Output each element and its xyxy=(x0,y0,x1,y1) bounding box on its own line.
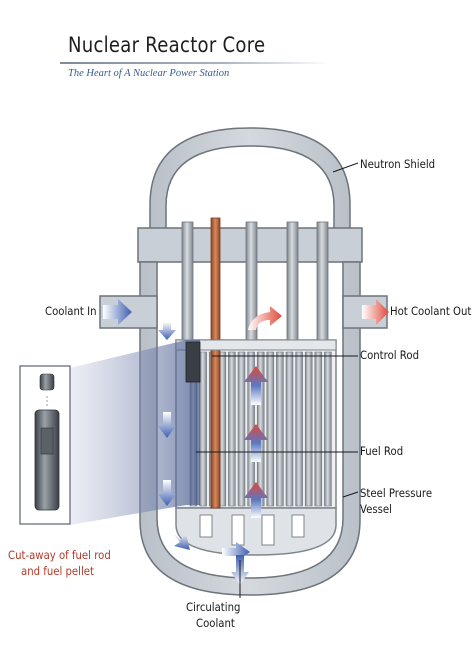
label-coolant: Coolant xyxy=(196,616,235,630)
page-subtitle: The Heart of A Nuclear Power Station xyxy=(68,68,230,79)
cutaway-beam xyxy=(70,340,200,525)
neutron-shield-dome xyxy=(149,127,351,231)
leader-lines xyxy=(196,162,359,598)
label-steel-pressure: Steel Pressure xyxy=(360,486,433,500)
title-rule xyxy=(60,62,330,64)
flow-exit-arrow-icon xyxy=(248,306,282,330)
fuel-rod xyxy=(304,351,313,507)
coolant-in-arrow-icon xyxy=(103,299,132,325)
control-rod xyxy=(210,217,221,509)
hot-coolant-out-arrow-icon xyxy=(362,299,389,325)
fuel-rod xyxy=(228,351,236,507)
page-title: Nuclear Reactor Core xyxy=(68,33,266,57)
fuel-rod xyxy=(295,351,303,507)
cutaway-panel xyxy=(19,365,71,525)
label-coolant-in: Coolant In xyxy=(44,304,96,318)
fuel-rod xyxy=(266,351,275,507)
label-neutron-shield: Neutron Shield xyxy=(360,157,436,171)
label-hot-coolant-out: Hot Coolant Out xyxy=(390,304,472,318)
flow-up-arrow-icon xyxy=(231,366,268,585)
fuel-rod-highlight xyxy=(185,341,201,383)
fuel-rod xyxy=(199,351,207,507)
label-cutaway-line2: and fuel pellet xyxy=(21,564,94,578)
label-circulating: Circulating xyxy=(186,600,241,614)
fuel-rod xyxy=(314,351,323,507)
label-vessel: Vessel xyxy=(360,502,392,516)
fuel-rod xyxy=(285,351,294,507)
fuel-rod xyxy=(324,351,332,507)
label-cutaway-line1: Cut-away of fuel rod xyxy=(8,548,111,562)
label-fuel-rod: Fuel Rod xyxy=(360,444,404,458)
fuel-rod xyxy=(237,351,246,507)
fuel-rod xyxy=(276,351,284,507)
label-control-rod: Control Rod xyxy=(360,348,420,362)
